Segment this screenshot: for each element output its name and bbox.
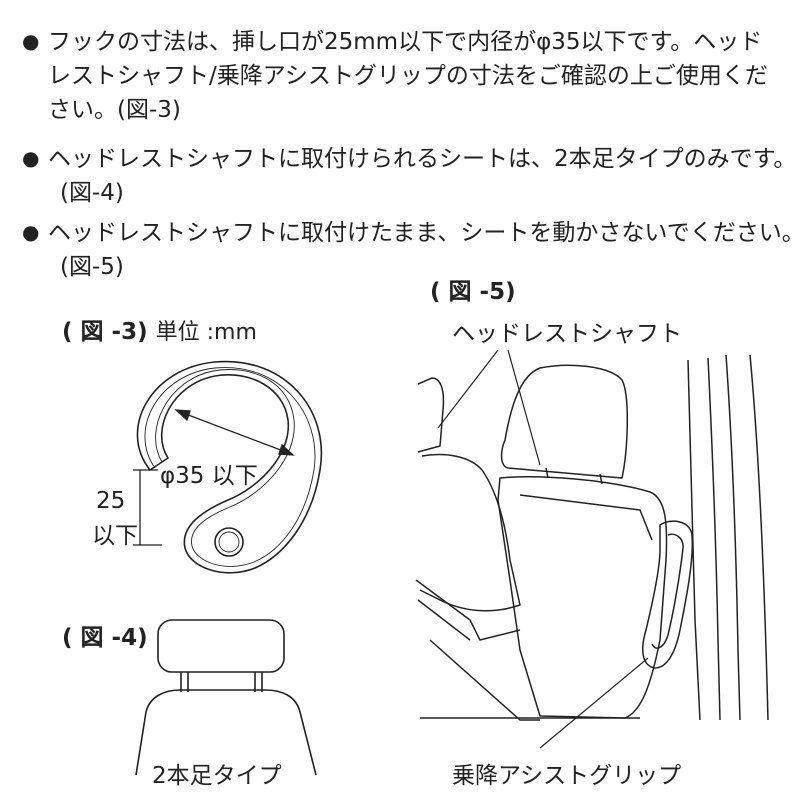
fig5-headrest-label: ヘッドレストシャフト xyxy=(452,321,682,347)
note-1-line3: さい。(図-3) xyxy=(48,97,181,123)
bullet-icon: ● xyxy=(22,29,40,53)
fig3-diameter-label: φ35 以下 xyxy=(160,463,258,489)
note-2-line2: (図-4) xyxy=(60,180,124,206)
note-2-line1: ヘッドレストシャフトに取付けられるシートは、2本足タイプのみです。 xyxy=(48,146,797,172)
note-3: ● ヘッドレストシャフトに取付けたまま、シートを動かさないでください。 (図-5) xyxy=(22,215,800,284)
note-1-line2: レストシャフト/乗降アシストグリップの寸法をご確認の上ご使用くだ xyxy=(48,63,768,89)
fig3-opening-unit: 以下 xyxy=(92,523,138,549)
car-interior-illustration xyxy=(415,354,769,721)
note-3-line2: (図-5) xyxy=(60,254,124,280)
fig5-grip-label: 乗降アシストグリップ xyxy=(452,763,682,789)
fig3-title: ( 図 -3) 単位 :mm xyxy=(62,312,257,346)
fig4-caption: 2本足タイプ xyxy=(152,763,282,789)
hook-illustration xyxy=(136,360,323,574)
seat-two-post-illustration xyxy=(135,619,317,776)
leader-lines xyxy=(437,349,649,749)
note-2: ● ヘッドレストシャフトに取付けられるシートは、2本足タイプのみです。 (図-4) xyxy=(22,141,796,210)
bullet-icon: ● xyxy=(22,220,40,244)
fig5-title: ( 図 -5) xyxy=(430,279,516,305)
note-3-line1: ヘッドレストシャフトに取付けたまま、シートを動かさないでください。 xyxy=(48,220,800,246)
fig3-label: ( 図 -3) xyxy=(62,319,148,345)
bullet-icon: ● xyxy=(22,146,40,170)
fig4-title: ( 図 -4) xyxy=(62,625,148,651)
note-1-line1: フックの寸法は、挿し口が25mm以下で内径がφ35以下です。ヘッド xyxy=(48,29,763,55)
fig3-unit: 単位 :mm xyxy=(155,320,257,345)
note-1: ● フックの寸法は、挿し口が25mm以下で内径がφ35以下です。ヘッド レストシャ… xyxy=(22,24,768,127)
dimension-lines xyxy=(133,409,295,546)
fig3-opening-value: 25 xyxy=(96,488,126,514)
